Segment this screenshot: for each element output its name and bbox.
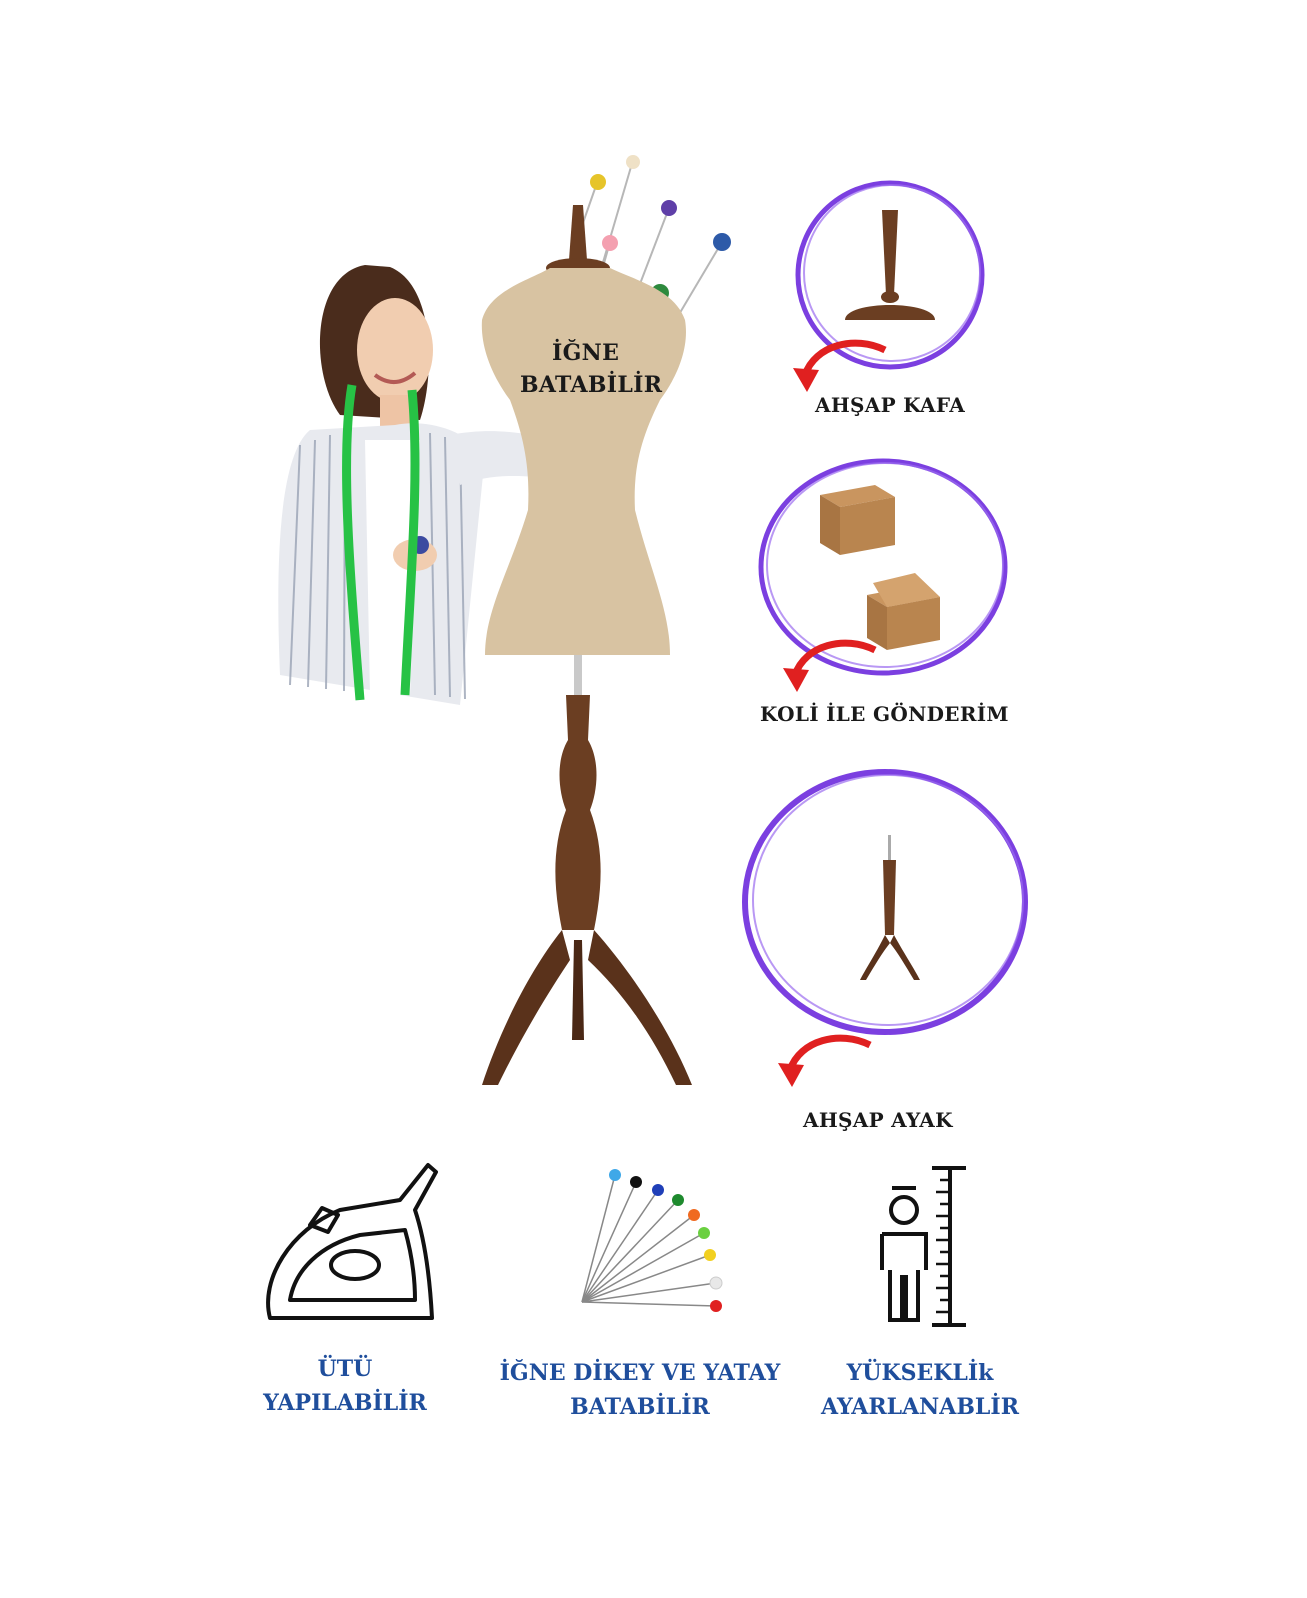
pins-label: İĞNE DİKEY VE YATAY BATABİLİR: [490, 1356, 790, 1424]
red-arrow-icon: [783, 639, 877, 692]
closed-box-icon: [820, 485, 895, 555]
iron-label-line1: ÜTÜ: [317, 1356, 373, 1382]
wooden-head-icon: [882, 210, 898, 295]
pins-label-line2: BATABİLİR: [570, 1394, 710, 1420]
head-feature-label: AHŞAP KAFA: [815, 393, 966, 417]
iron-label: ÜTÜ YAPILABİLİR: [240, 1352, 450, 1420]
iron-icon: [266, 1163, 438, 1320]
red-arrow-icon: [778, 1034, 872, 1087]
red-arrow-icon: [793, 339, 887, 392]
height-label-line1: YÜKSEKLİk: [846, 1360, 994, 1386]
stand-feature-ring: [742, 769, 1028, 1035]
stand-feature-label: AHŞAP AYAK: [803, 1108, 953, 1132]
wooden-stand-icon: [860, 835, 920, 980]
pins-icon: [581, 1169, 723, 1312]
mannequin-text-line2: BATABİLİR: [520, 372, 663, 398]
woman-image: [278, 265, 618, 705]
iron-label-line2: YAPILABİLİR: [263, 1390, 427, 1416]
box-feature-ring: [758, 458, 1008, 676]
height-ruler-icon: [880, 1166, 966, 1327]
mannequin-image: [481, 155, 731, 1085]
height-label: YÜKSEKLİk AYARLANABLİR: [805, 1356, 1035, 1424]
box-feature-label: KOLİ İLE GÖNDERİM: [760, 702, 1009, 726]
pins-label-line1: İĞNE DİKEY VE YATAY: [499, 1360, 781, 1386]
open-box-icon: [867, 573, 940, 650]
mannequin-text-line1: İĞNE: [552, 340, 620, 366]
head-feature-ring: [795, 180, 985, 370]
height-label-line2: AYARLANABLİR: [821, 1394, 1019, 1420]
